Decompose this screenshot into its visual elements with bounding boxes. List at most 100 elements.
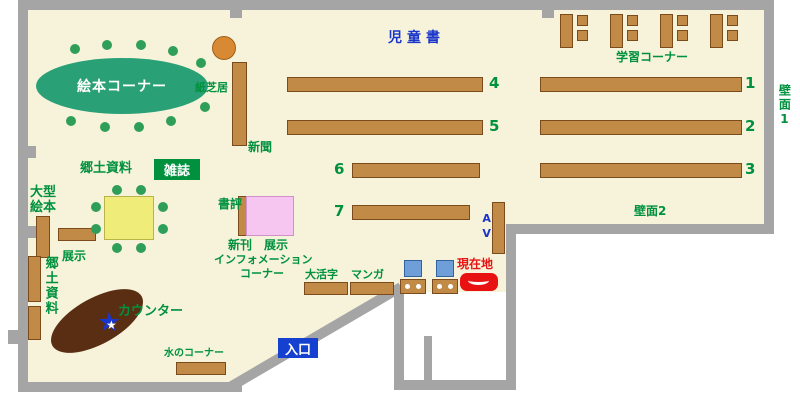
opac-terminal-2 (432, 260, 458, 294)
label-new-arrivals-display: 展示 (264, 238, 289, 252)
bookshelf-5 (287, 120, 483, 135)
water-corner-shelf (176, 362, 226, 375)
kamishibai-shelf (232, 62, 247, 146)
chair-dot (112, 243, 122, 253)
pillar-left-outer (8, 330, 18, 344)
shelf-number-2: 2 (745, 117, 756, 135)
chair-dot (136, 243, 146, 253)
label-information-line1: インフォメーション (214, 253, 313, 266)
study-chair (627, 15, 638, 26)
label-kamishibai: 紙芝居 (195, 81, 228, 94)
picture-book-corner-table: 絵本コーナー (36, 58, 208, 114)
study-chair (577, 15, 588, 26)
shelf-number-7: 7 (334, 202, 345, 220)
chair-dot (200, 102, 210, 112)
wall-mid-vertical (506, 224, 516, 294)
bookshelf-6 (352, 163, 480, 178)
label-current-location: 現在地 (457, 257, 494, 271)
pillar-left-1 (28, 146, 36, 158)
label-book-review: 書評 (218, 197, 243, 211)
wall-top (18, 0, 774, 10)
chair-dot (166, 116, 176, 126)
label-local-materials-upper: 郷土資料 (80, 161, 133, 176)
corridor-wall-right (506, 288, 516, 390)
terminal-knob (437, 284, 442, 289)
label-av: AV (480, 212, 494, 242)
label-children-books: 児童書 (388, 30, 445, 46)
wall-left (18, 0, 28, 392)
label-study-corner: 学習コーナー (616, 50, 689, 64)
label-magazines: 雑誌 (154, 159, 200, 180)
label-water-corner: 水のコーナー (164, 348, 224, 359)
corridor-wall-bottom (394, 380, 516, 390)
wall-bottom-left (18, 382, 242, 392)
pillar-left-2 (28, 226, 36, 238)
terminal-knob (416, 284, 421, 289)
study-chair (727, 30, 738, 41)
label-large-picture-books: 大型絵本 (30, 185, 57, 215)
terminal-base (432, 279, 458, 294)
study-chair (677, 15, 688, 26)
large-print-shelf (304, 282, 348, 295)
label-entrance: 入口 (278, 338, 318, 358)
terminal-knob (448, 284, 453, 289)
label-wall-1: 壁面1 (777, 84, 792, 128)
chair-dot (134, 122, 144, 132)
chair-dot (158, 224, 168, 234)
bookshelf-4 (287, 77, 483, 92)
chair-dot (91, 202, 101, 212)
label-new-arrivals: 新刊 (228, 238, 253, 252)
manga-shelf (350, 282, 394, 295)
reading-table (104, 196, 154, 240)
pillar-top-2 (542, 10, 554, 18)
large-picture-book-shelf (36, 216, 50, 258)
study-chair (677, 30, 688, 41)
display-shelf-left (58, 228, 96, 241)
bookshelf-3 (540, 163, 742, 178)
study-desk (560, 14, 573, 48)
label-information-line2: コーナー (240, 267, 284, 280)
terminal-knob (405, 284, 410, 289)
chair-dot (158, 202, 168, 212)
corridor-wall-left (394, 288, 404, 390)
opac-terminal-1 (400, 260, 426, 294)
bookshelf-2 (540, 120, 742, 135)
chair-dot (168, 46, 178, 56)
study-desk (610, 14, 623, 48)
corridor-partition (424, 336, 432, 386)
shelf-number-3: 3 (745, 160, 756, 178)
label-local-materials-left: 郷土資料 (42, 256, 58, 316)
chair-dot (91, 224, 101, 234)
local-materials-shelf-2 (28, 306, 41, 340)
chair-dot (66, 116, 76, 126)
star-icon: ★ (97, 307, 122, 338)
chair-dot (136, 40, 146, 50)
shelf-number-6: 6 (334, 160, 345, 178)
chair-dot (70, 44, 80, 54)
av-shelf (492, 202, 505, 254)
terminal-screen (436, 260, 454, 277)
label-wall-2: 壁面2 (634, 204, 667, 218)
terminal-base (400, 279, 426, 294)
shelf-number-5: 5 (489, 117, 500, 135)
marker-arc (468, 276, 489, 285)
current-location-marker (460, 273, 498, 291)
shelf-number-4: 4 (489, 74, 500, 92)
wall-right (764, 0, 774, 234)
star-icon-inner: ★ (106, 318, 117, 332)
study-desk (660, 14, 673, 48)
new-arrivals-display-table (246, 196, 294, 236)
study-chair (727, 15, 738, 26)
study-chair (627, 30, 638, 41)
shelf-number-1: 1 (745, 74, 756, 92)
label-newspaper: 新聞 (248, 140, 273, 154)
round-table (212, 36, 236, 60)
study-desk (710, 14, 723, 48)
chair-dot (102, 40, 112, 50)
label-manga: マンガ (351, 268, 384, 281)
study-chair (577, 30, 588, 41)
chair-dot (100, 122, 110, 132)
chair-dot (136, 185, 146, 195)
label-display-left: 展示 (62, 249, 87, 263)
